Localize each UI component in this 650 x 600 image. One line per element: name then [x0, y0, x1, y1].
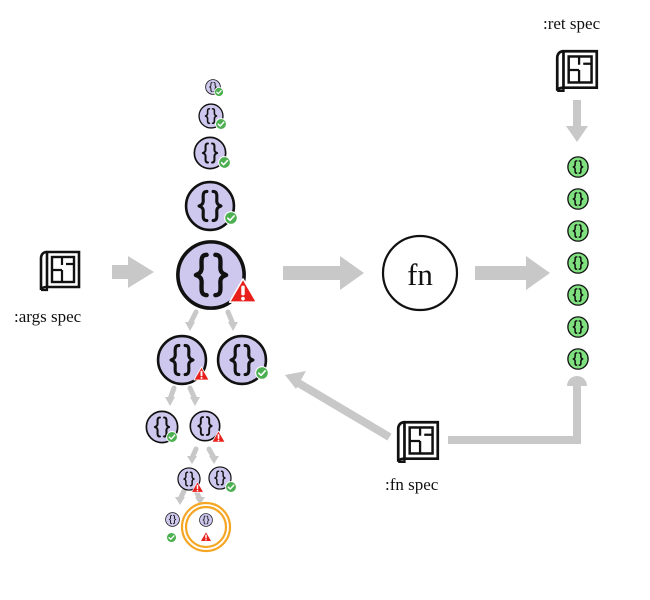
fn-circle-icon [381, 234, 459, 312]
fn-spec-to-returns-line [448, 380, 581, 444]
shrink-level-2-fail [189, 410, 226, 443]
ret-spec-arrowhead [566, 126, 588, 142]
return-map-icon [567, 348, 589, 370]
generated-arg-4 [184, 180, 238, 232]
check-icon [215, 118, 227, 130]
args-spec-blueprint-icon [39, 250, 81, 292]
ret-spec: :ret spec [543, 14, 601, 93]
fn-spec-blueprint-icon [396, 420, 440, 464]
fn-label: fn [407, 257, 433, 292]
check-icon [225, 481, 237, 493]
failing-root-arg [178, 242, 258, 308]
map-icon [165, 512, 180, 527]
spec-links [294, 100, 581, 444]
fn-spec: :fn spec [385, 420, 440, 494]
return-map-icon [567, 252, 589, 274]
ret-spec-label: :ret spec [543, 14, 601, 33]
fn-to-return-arrow [475, 256, 550, 290]
args-spec: :args spec [14, 250, 82, 326]
fn-spec-to-returns-cap [567, 376, 587, 386]
generated-arg-2 [198, 103, 227, 130]
check-icon [166, 532, 177, 543]
check-icon [166, 431, 178, 443]
shrink-arrows [165, 309, 238, 505]
shrink-tree [145, 334, 269, 553]
orange-ring-icon [180, 501, 232, 553]
return-map-icon [567, 188, 589, 210]
shrink-level-3-pass [208, 466, 237, 493]
args-spec-label: :args spec [14, 307, 82, 326]
check-icon [224, 211, 238, 225]
shrink-level-1-pass [216, 334, 269, 386]
fn-spec-to-root-line [294, 378, 392, 441]
args-to-generator-arrow [112, 256, 154, 288]
return-map-icon [567, 284, 589, 306]
minimal-failing-case [180, 501, 232, 553]
generator-to-fn-arrow [283, 256, 364, 290]
return-map-icon [567, 220, 589, 242]
spec-link-heads [285, 126, 588, 389]
warning-icon [200, 531, 212, 542]
check-icon [218, 156, 231, 169]
fn-node: fn [381, 234, 459, 312]
return-map-icon [567, 156, 589, 178]
shrink-level-4-pass [165, 512, 180, 543]
check-icon [214, 87, 224, 97]
ret-spec-blueprint-icon [555, 49, 599, 93]
big-arrows [112, 256, 550, 290]
shrink-level-1-fail [156, 334, 210, 386]
return-map-icon [567, 316, 589, 338]
map-icon [199, 513, 213, 527]
generated-arg-1 [205, 79, 224, 97]
fn-spec-label: :fn spec [385, 475, 439, 494]
generated-arg-3 [193, 136, 231, 170]
fn-spec-to-root-arrowhead [285, 371, 306, 389]
generated-args-column [184, 79, 238, 232]
check-icon [255, 366, 269, 380]
shrink-level-2-pass [145, 410, 179, 444]
valid-returns-column [567, 156, 589, 370]
shrink-level-3-fail [177, 467, 204, 493]
